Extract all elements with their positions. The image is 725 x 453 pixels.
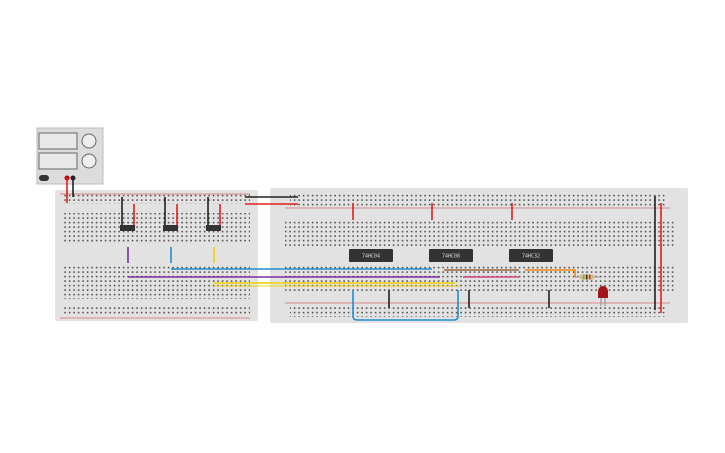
chip-2[interactable]: 74HC08: [429, 249, 473, 262]
power-switch[interactable]: [39, 175, 49, 181]
wire-switch-power[interactable]: [133, 204, 221, 225]
chip-2-label: 74HC08: [442, 254, 460, 260]
wire-chip-gnd[interactable]: [388, 290, 550, 308]
current-knob[interactable]: [81, 153, 97, 169]
chip-3[interactable]: 74HC32: [509, 249, 553, 262]
switch-b[interactable]: [163, 225, 178, 231]
breadboard-right[interactable]: [270, 188, 688, 323]
switch-a[interactable]: [120, 225, 135, 231]
wire-switch-ground[interactable]: [121, 197, 209, 225]
switch-c[interactable]: [206, 225, 221, 231]
current-display: [38, 152, 78, 170]
voltage-display: [38, 132, 78, 150]
resistor[interactable]: [575, 274, 600, 280]
breadboard-left[interactable]: [55, 190, 258, 321]
chip-1[interactable]: 74HC04: [349, 249, 393, 262]
wire-blue-loop[interactable]: [352, 290, 459, 321]
chip-3-label: 74HC32: [522, 254, 540, 260]
wire-chip-vcc[interactable]: [352, 203, 513, 220]
slide-switches[interactable]: [120, 225, 221, 231]
chip-1-label: 74HC04: [362, 254, 380, 260]
wire-orange[interactable]: [525, 269, 576, 277]
led[interactable]: [598, 286, 608, 306]
voltage-knob[interactable]: [81, 133, 97, 149]
power-supply[interactable]: [36, 127, 104, 185]
